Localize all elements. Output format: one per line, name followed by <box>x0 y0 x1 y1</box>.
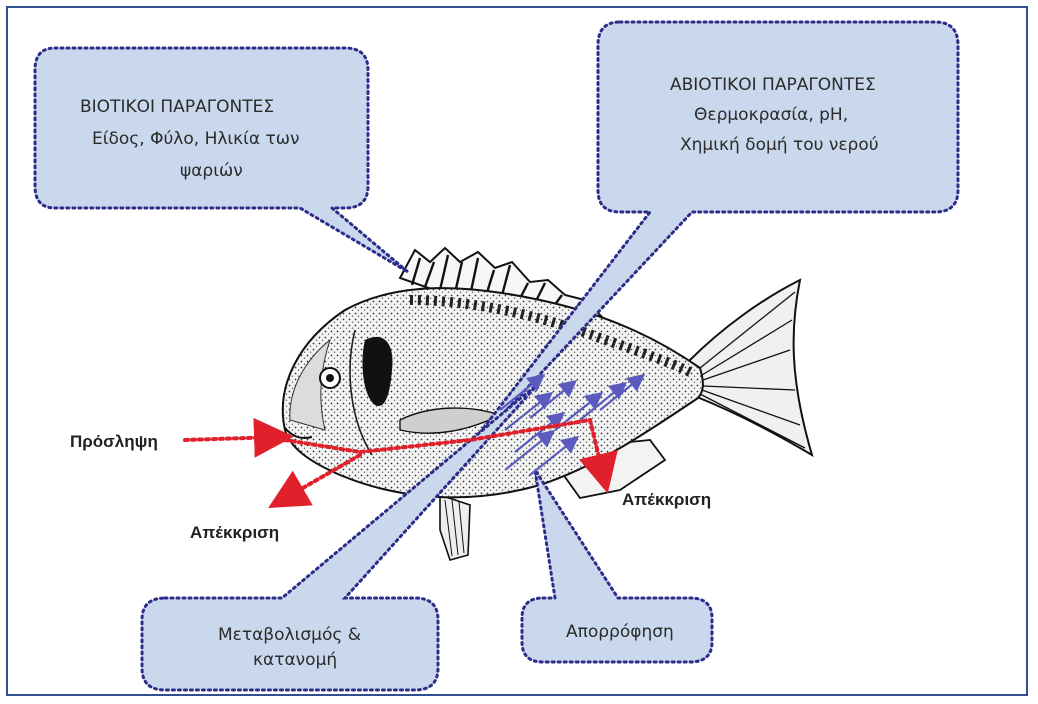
biotic-factors-callout <box>35 48 408 272</box>
intake-label: Πρόσληψη <box>70 432 158 451</box>
absorption-label: Απορρόφηση <box>566 622 674 642</box>
metabolism-line2: κατανομή <box>253 650 337 670</box>
biotic-title: ΒΙΟΤΙΚΟΙ ΠΑΡΑΓΟΝΤΕΣ <box>80 97 274 117</box>
biotic-line2: ψαριών <box>180 161 243 181</box>
abiotic-line1: Θερμοκρασία, pH, <box>694 105 848 125</box>
metabolism-line1: Μεταβολισμός & <box>218 625 361 645</box>
excretion-right-label: Απέκκριση <box>622 490 711 509</box>
tail-fin <box>690 280 812 455</box>
abiotic-title: ΑΒΙΟΤΙΚΟΙ ΠΑΡΑΓΟΝΤΕΣ <box>670 75 876 95</box>
abiotic-line2: Χημική δομή του νερού <box>680 135 879 155</box>
excretion-left-label: Απέκκριση <box>190 523 279 542</box>
biotic-line1: Είδος, Φύλο, Ηλικία των <box>92 129 300 149</box>
